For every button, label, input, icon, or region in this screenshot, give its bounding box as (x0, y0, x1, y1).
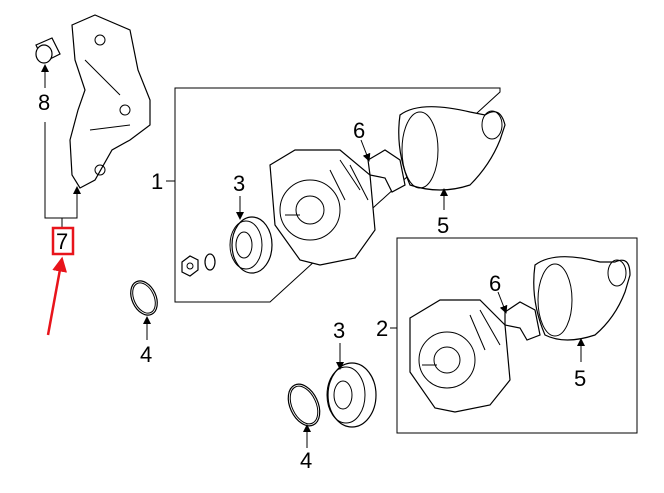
regulator-part-6 (504, 301, 541, 341)
callout-4[interactable]: 4 (300, 448, 312, 473)
assembly-2-box (396, 237, 638, 434)
pulley-part-3 (326, 362, 377, 428)
bracket-part-7 (69, 14, 151, 189)
regulator-part-6 (367, 149, 406, 193)
snap-ring-part-4 (287, 383, 321, 427)
callout-7-highlight-box[interactable] (51, 226, 75, 256)
callout-3[interactable]: 3 (333, 318, 345, 343)
pulley-part-3 (229, 216, 273, 274)
alternator-part-2 (409, 299, 511, 413)
callout-2[interactable]: 2 (376, 316, 388, 341)
callout-6[interactable]: 6 (353, 118, 365, 143)
callout-6[interactable]: 6 (489, 271, 501, 296)
callout-8[interactable]: 8 (38, 90, 50, 115)
nut (181, 253, 216, 277)
sleeve-part-8 (35, 37, 61, 64)
callout-1[interactable]: 1 (151, 169, 163, 194)
alternator-part-1 (269, 149, 376, 266)
callout-5[interactable]: 5 (437, 213, 449, 238)
cover-part-5 (533, 256, 631, 341)
callout-7[interactable]: 7 (56, 229, 68, 254)
cover-part-5 (398, 106, 506, 191)
callout-3[interactable]: 3 (233, 171, 245, 196)
callout-4[interactable]: 4 (140, 342, 152, 367)
assembly-1-box (174, 87, 501, 303)
callout-5[interactable]: 5 (574, 366, 586, 391)
snap-ring-part-4 (130, 280, 158, 316)
highlight-arrow (46, 256, 68, 336)
